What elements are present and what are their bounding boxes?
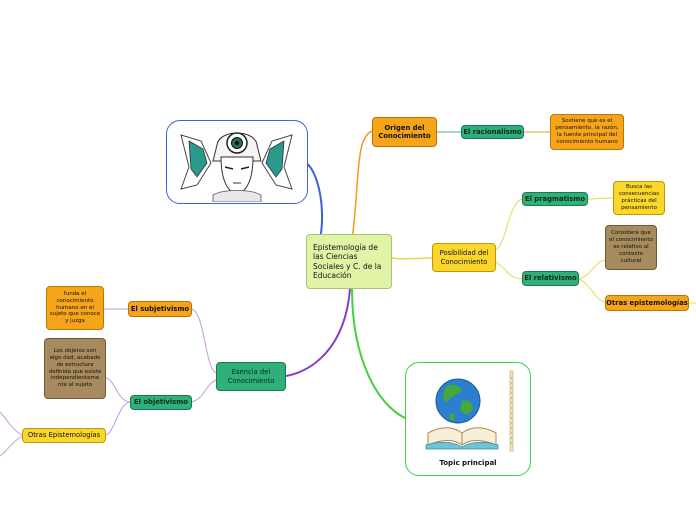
connector-relativismo-otras [578,278,606,303]
racionalismo-node[interactable]: El racionalismo [461,125,524,139]
connector-relativismo-note [578,259,606,280]
central-topic-node[interactable]: Epistemología de las Ciencias Sociales y… [306,234,392,289]
relativismo-node[interactable]: El relativismo [522,271,579,286]
posibilidad-label: Posibilidad del Conocimiento [439,249,489,266]
origen-node[interactable]: Origen del Conocimiento [372,117,437,147]
connector-pragmatismo-note [587,197,614,200]
objetivismo-node[interactable]: El objetivismo [130,395,192,410]
objetivismo-label: El objetivismo [134,398,188,407]
otras-epistemologias-left-node[interactable]: Otras Epistemologías [22,428,106,443]
subjetivismo-node[interactable]: El subjetivismo [128,301,192,317]
connector-objetivismo-otras [105,401,131,436]
esencia-node[interactable]: Esencia del Conocimiento [216,362,286,391]
relativismo-note-text: Considera que el conocimiento es relativ… [609,230,653,264]
origen-label: Origen del Conocimiento [378,123,431,140]
connector-central-origen [351,130,373,241]
connector-otras-left-1 [0,411,23,436]
objetivismo-note[interactable]: Los objetos son algo dad, acabado de est… [44,338,106,399]
topic-principal-node[interactable]: Topic principal [405,362,531,476]
pragmatismo-node[interactable]: El pragmatismo [522,192,588,206]
connector-posibilidad-pragmatismo [495,198,523,251]
subjetivismo-note[interactable]: funda el conocimiento humano en el sujet… [46,286,104,330]
connector-esencia-subjetivismo [191,308,217,374]
racionalismo-label: El racionalismo [463,127,522,136]
objetivismo-note-text: Los objetos son algo dad, acabado de est… [48,347,102,389]
racionalismo-note-text: Sostiene que es el pensamiento, la razón… [555,118,619,145]
racionalismo-note[interactable]: Sostiene que es el pensamiento, la razón… [550,114,624,150]
connector-esencia-objetivismo [191,379,217,403]
pragmatismo-label: El pragmatismo [524,194,586,203]
subjetivismo-label: El subjetivismo [130,304,190,313]
globe-book-icon [425,370,514,452]
pragmatismo-note-text: Busca las consecuencias prácticas del pe… [618,184,660,211]
esencia-label: Esencia del Conocimiento [227,368,275,385]
posibilidad-node[interactable]: Posibilidad del Conocimiento [432,243,496,272]
connector-central-esencia [285,288,351,377]
image-node[interactable] [166,120,308,204]
connector-central-posibilidad [391,257,433,260]
otras-epistemologias-right-node[interactable]: Otras epistemologías [605,295,689,311]
connector-objetivismo-note [105,377,131,403]
otras-epistemologias-left-label: Otras Epistemologías [27,431,101,440]
central-topic-label: Epistemología de las Ciencias Sociales y… [313,242,382,280]
topic-principal-label: Topic principal [439,459,497,467]
relativismo-label: El relativismo [524,274,577,283]
anime-character-image [180,132,293,203]
relativismo-note[interactable]: Considera que el conocimiento es relativ… [605,225,657,270]
connector-otras-left-2 [0,435,23,457]
subjetivismo-note-text: funda el conocimiento humano en el sujet… [49,290,101,325]
connector-central-topic [351,288,406,419]
otras-epistemologias-right-label: Otras epistemologías [606,298,688,307]
connector-posibilidad-relativismo [495,261,523,280]
pragmatismo-note[interactable]: Busca las consecuencias prácticas del pe… [613,181,665,215]
